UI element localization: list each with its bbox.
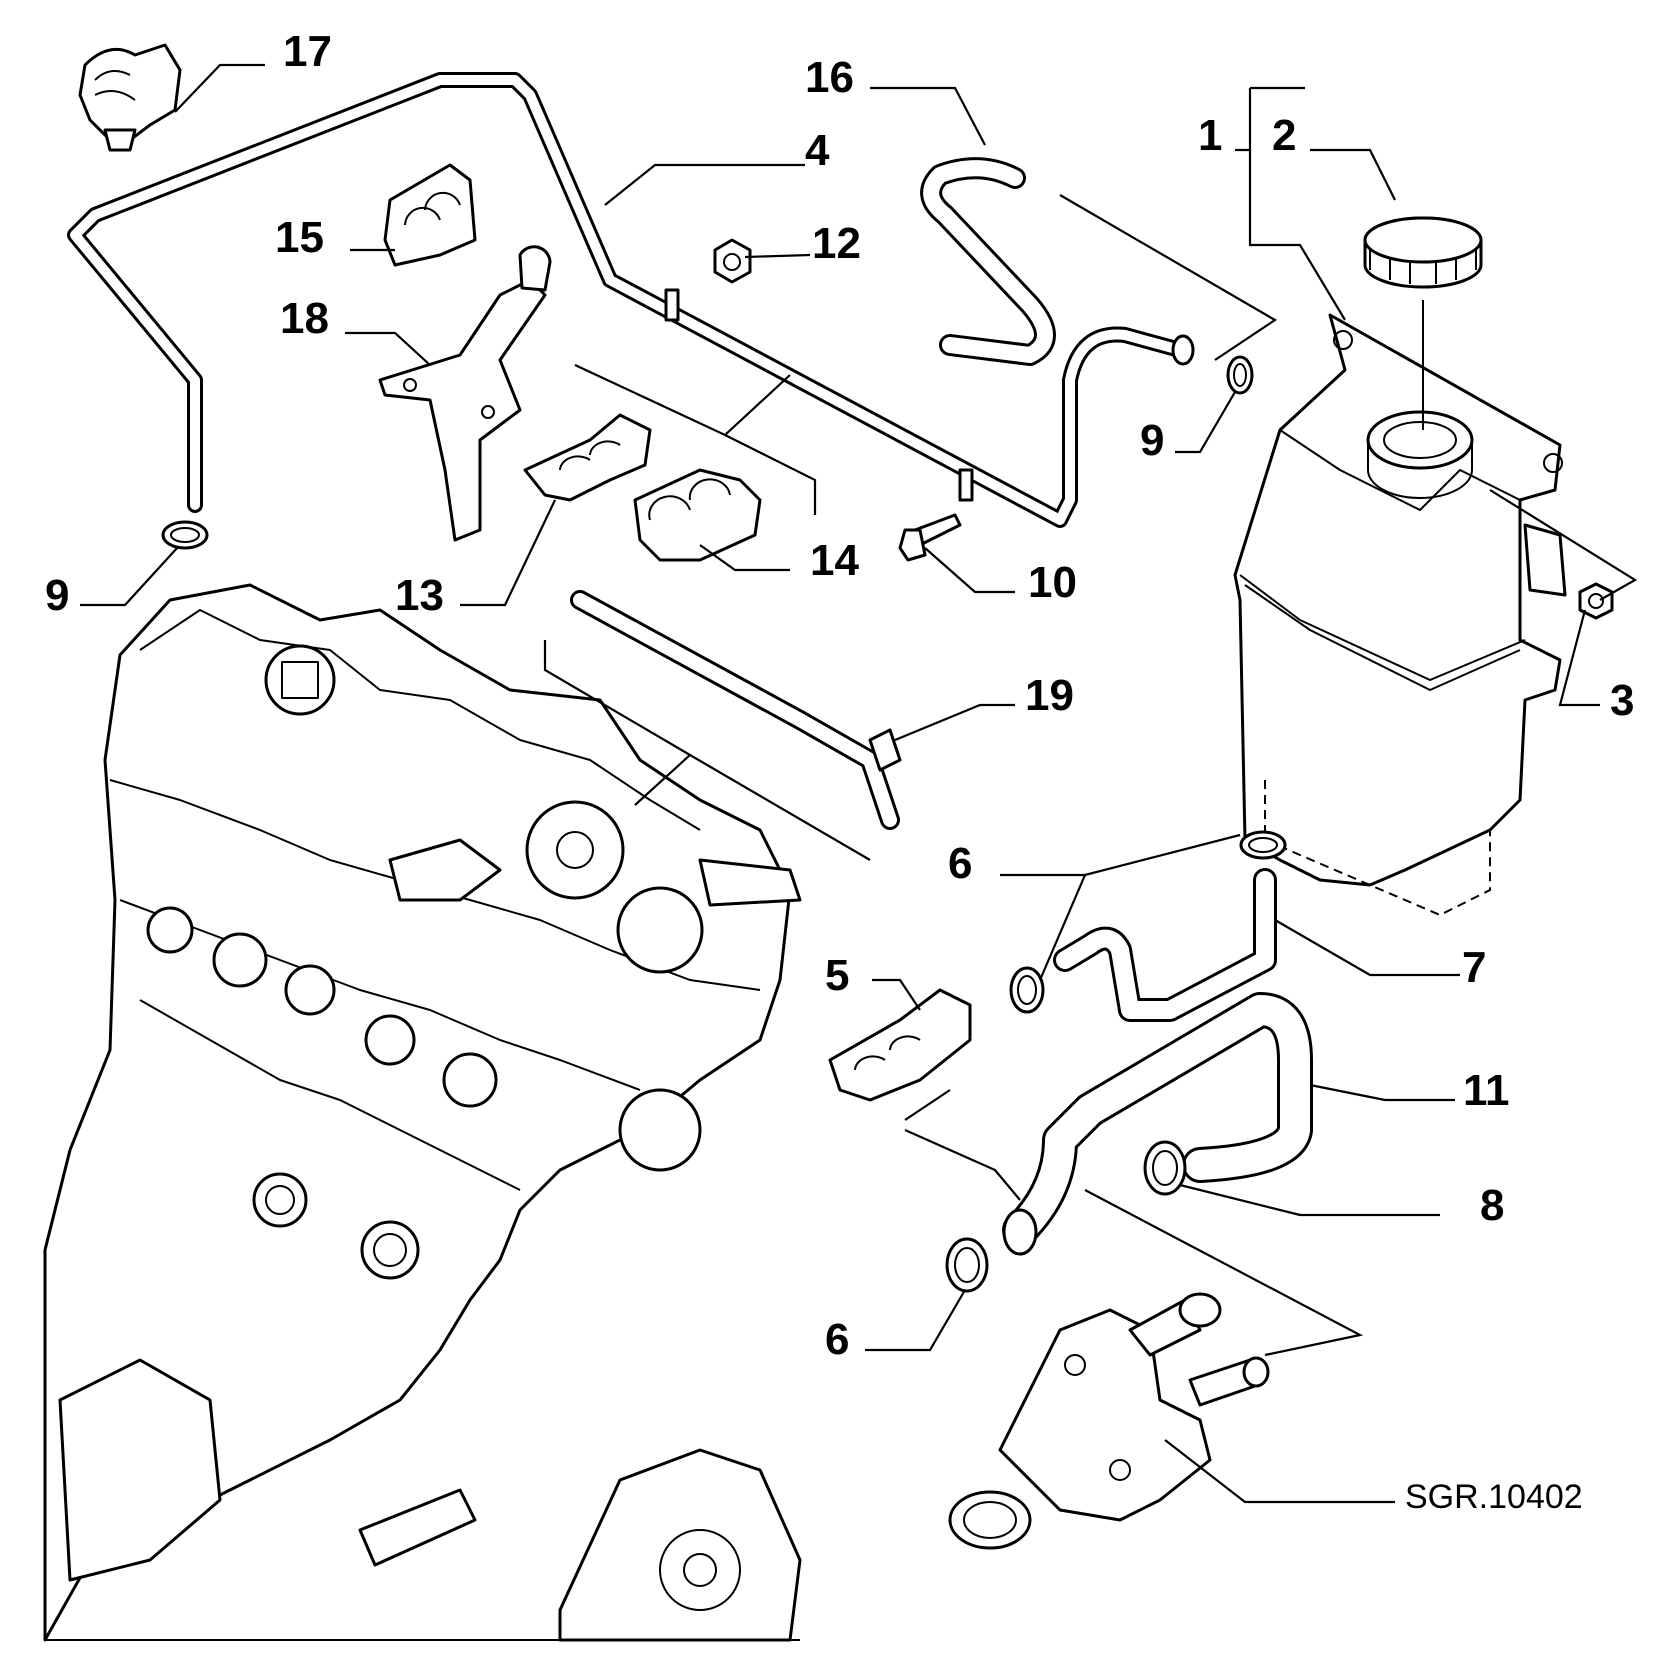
nut-drawing xyxy=(1578,582,1614,620)
drawing-code: SGR.10402 xyxy=(1405,1478,1583,1516)
callout-2: 2 xyxy=(1272,111,1296,160)
clamp-6-bottom-drawing xyxy=(945,1237,989,1293)
callout-8: 8 xyxy=(1480,1181,1504,1230)
clamp-8-drawing xyxy=(1143,1140,1187,1196)
callout-15: 15 xyxy=(275,213,324,262)
bracket-18-drawing xyxy=(378,245,552,542)
callout-6-bottom: 6 xyxy=(825,1315,849,1364)
callout-5: 5 xyxy=(825,951,849,1000)
filler-cap-drawing xyxy=(1363,216,1483,430)
clamp-9-right-drawing xyxy=(1226,355,1254,395)
hose-16-drawing xyxy=(920,157,1056,366)
clip-14-drawing xyxy=(633,468,762,562)
bolt-10-drawing xyxy=(898,513,962,562)
assembly-guide-lines xyxy=(543,194,1638,1357)
clip-15-drawing xyxy=(383,163,477,267)
nut-12-drawing xyxy=(713,238,752,284)
clip-5-drawing xyxy=(828,988,972,1102)
callout-6-top: 6 xyxy=(948,839,972,888)
callout-labels: 1 2 3 4 5 6 6 7 8 9 9 10 11 12 13 14 15 … xyxy=(45,27,1634,1516)
callout-7: 7 xyxy=(1462,943,1486,992)
callout-13: 13 xyxy=(395,571,444,620)
callout-17: 17 xyxy=(283,27,332,76)
callout-11: 11 xyxy=(1463,1066,1510,1115)
thermostat-housing-drawing xyxy=(948,1292,1270,1550)
expansion-tank-drawing xyxy=(1233,313,1567,917)
callout-10: 10 xyxy=(1028,558,1077,607)
clip-13-drawing xyxy=(523,413,652,502)
clamp-6-mid-drawing xyxy=(1009,966,1045,1014)
callout-18: 18 xyxy=(280,294,329,343)
callout-4: 4 xyxy=(805,126,830,175)
callout-19: 19 xyxy=(1025,671,1074,720)
callout-1: 1 xyxy=(1198,111,1222,160)
pipe-19-drawing xyxy=(570,590,902,830)
callout-9-right: 9 xyxy=(1140,416,1164,465)
pipe-4-drawing xyxy=(67,72,1195,528)
clamp-9-left-drawing xyxy=(161,520,209,550)
callout-9-left: 9 xyxy=(45,571,69,620)
callout-3: 3 xyxy=(1610,676,1634,725)
engine-block-drawing xyxy=(43,583,802,1642)
holder-17-drawing xyxy=(78,43,182,152)
callout-14: 14 xyxy=(810,536,859,585)
leader-lines xyxy=(80,63,1600,1504)
callout-12: 12 xyxy=(812,219,861,268)
hose-7-drawing xyxy=(1053,868,1277,1022)
hose-11-drawing xyxy=(1002,992,1313,1256)
clamp-6-top-drawing xyxy=(1239,830,1287,860)
callout-16: 16 xyxy=(805,53,854,102)
